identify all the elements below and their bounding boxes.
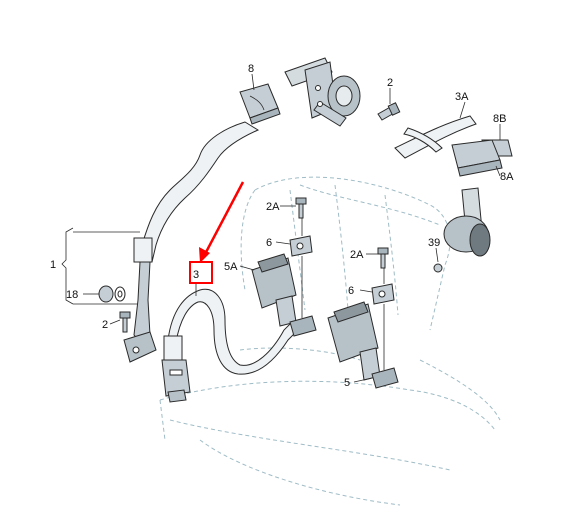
retractor-rear: [433, 187, 491, 273]
callout-5a: 5A: [224, 261, 238, 273]
callout-2a-upper: 2A: [266, 201, 280, 213]
callout-1: 1: [50, 259, 56, 271]
callout-2-upper: 2: [387, 77, 393, 89]
callout-39: 39: [428, 237, 440, 249]
bolt-2a-upper: [295, 197, 307, 219]
cover-part: [239, 83, 281, 125]
outer-belt-assembly: [123, 121, 260, 363]
callout-8b: 8B: [493, 113, 506, 125]
callout-2a-right: 2A: [350, 249, 364, 261]
washer-nut: [98, 285, 126, 303]
callout-3a: 3A: [455, 91, 469, 103]
callout-2-lower: 2: [102, 319, 108, 331]
highlight-arrow-shaft: [202, 181, 245, 257]
center-belt-with-tongue: [161, 288, 299, 403]
callout-labels: 8 2 3A 8B 8A 2A 6 2A 39 5A 3 1 6 18 2 5: [50, 63, 514, 389]
bracket-left: [289, 235, 313, 257]
callout-8: 8: [248, 63, 254, 75]
bolt-upper: [377, 102, 401, 121]
buckle-right: [327, 301, 399, 389]
bolt-lower: [119, 311, 131, 333]
clip-and-cover: [451, 139, 513, 177]
callout-6-left: 6: [266, 237, 272, 249]
callout-18: 18: [66, 289, 78, 301]
highlight-arrow-head: [199, 247, 210, 263]
bolt-2a-right: [377, 247, 389, 269]
highlight-marker: [189, 181, 245, 284]
callout-3: 3: [193, 269, 199, 281]
callout-8a: 8A: [500, 171, 514, 183]
rear-belt-strap: [394, 115, 477, 159]
buckle-left: [251, 253, 317, 337]
leader-lines: [83, 73, 501, 383]
callout-6-right: 6: [348, 285, 354, 297]
bracket-right: [371, 283, 395, 305]
callout-5: 5: [344, 377, 350, 389]
retractor-upper: [284, 57, 361, 127]
group-bracket: [61, 227, 140, 305]
